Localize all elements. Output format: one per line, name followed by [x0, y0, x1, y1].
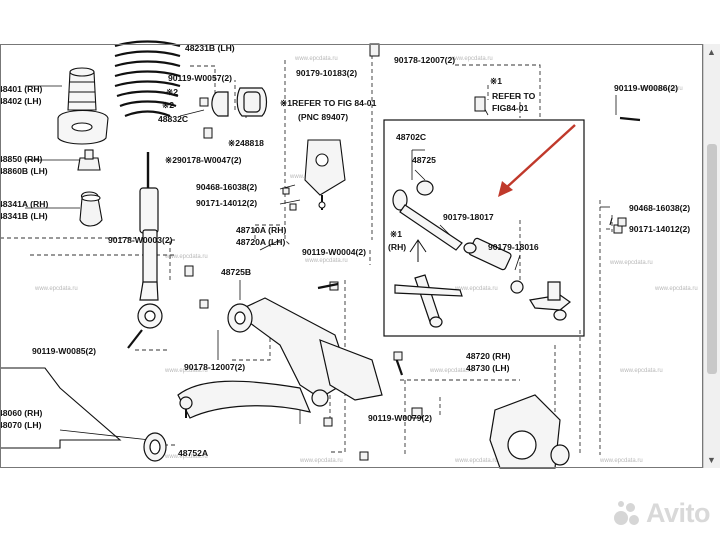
shock-absorber	[137, 152, 163, 329]
label-48341b: 48341B (LH)	[0, 211, 48, 221]
watermark-text: www.epcdata.ru	[34, 286, 78, 292]
avito-dots-icon	[612, 499, 640, 527]
upper-bushing-48850	[77, 149, 101, 171]
vertical-scrollbar[interactable]: ▲ ▼	[703, 44, 720, 468]
label-48702c: 48702C	[396, 132, 426, 142]
label-48730-lh: 48730 (LH)	[466, 363, 510, 373]
label-48231b: 48231B (LH)	[185, 43, 235, 53]
label-90468-16038-right: 90468-16038(2)	[629, 203, 690, 213]
label-pnc: (PNC 89407)	[298, 112, 348, 122]
label-48720a: 48720A (LH)	[236, 237, 285, 247]
label-mark-x2a: ※2	[166, 87, 178, 97]
bump-stop	[57, 67, 109, 145]
watermark-text: www.epcdata.ru	[454, 286, 498, 292]
label-90119-w0085: 90119-W0085(2)	[32, 346, 96, 356]
label-48725b: 48725B	[221, 267, 251, 277]
watermark-text: www.epcdata.ru	[164, 254, 208, 260]
stabilizer-bushing	[211, 87, 268, 117]
label-90171-14012-right: 90171-14012(2)	[629, 224, 690, 234]
watermark-text: www.epcdata.ru	[639, 86, 683, 92]
watermark-text: www.epcdata.ru	[654, 286, 698, 292]
label-48060: 48060 (RH)	[0, 408, 43, 418]
label-mark-x1-refer-mid: ※1	[280, 98, 292, 108]
watermark-text: www.epcdata.ru	[429, 368, 473, 374]
watermark-text: www.epcdata.ru	[294, 56, 338, 62]
assembly-48720-frame	[383, 119, 585, 337]
steering-knuckle	[489, 394, 570, 469]
scroll-down-icon[interactable]: ▼	[707, 455, 716, 465]
diagram-frame	[0, 44, 703, 468]
label-mark-x2b: ※2	[162, 100, 174, 110]
label-48725: 48725	[412, 155, 436, 165]
highlight-arrow	[498, 124, 576, 197]
label-90119-w0004: 90119-W0004(2)	[302, 247, 366, 257]
upper-arm-48702c	[392, 180, 572, 328]
callout-frame-48060	[0, 367, 122, 449]
label-90119-w0057: 90119-W0057(2)	[168, 73, 232, 83]
leader-lines	[25, 85, 617, 441]
label-90178-w0047: ※290178-W0047(2)	[165, 155, 242, 165]
watermark-text: www.epcdata.ru	[609, 260, 653, 266]
watermark-text: www.epcdata.ru	[454, 458, 498, 464]
label-90178-12007-top: 90178-12007(2)	[394, 55, 455, 65]
label-rh-mark: (RH)	[388, 242, 406, 252]
label-90178-12007-mid: 90178-12007(2)	[184, 362, 245, 372]
label-48401: 48401 (RH)	[0, 84, 43, 94]
label-mark-x1-rh: ※1	[390, 229, 402, 239]
label-48850: 48850 (RH)	[0, 154, 43, 164]
watermark-text: www.epcdata.ru	[299, 458, 343, 464]
watermark-text: www.epcdata.ru	[164, 368, 208, 374]
label-refer-fig-mid: REFER TO FIG 84-01	[292, 98, 377, 108]
label-48341a: 48341A (RH)	[0, 199, 48, 209]
label-48860: 48860B (LH)	[0, 166, 48, 176]
scroll-up-icon[interactable]: ▲	[707, 47, 716, 57]
label-refer-top: REFER TO	[492, 91, 536, 101]
label-48070: 48070 (LH)	[0, 420, 42, 430]
label-48402: 48402 (LH)	[0, 96, 42, 106]
label-48752a: 48752A	[178, 448, 208, 458]
label-mark-x1-refer-top: ※1	[490, 76, 502, 86]
label-48710a: 48710A (RH)	[236, 225, 286, 235]
avito-logo-text: Avito	[646, 497, 711, 528]
direction-arrow	[409, 239, 427, 262]
watermark-text: www.epcdata.ru	[449, 56, 493, 62]
watermark-text: www.epcdata.ru	[164, 454, 208, 460]
watermark-text: www.epcdata.ru	[599, 458, 643, 464]
label-90178-w0003: 90178-W0003(2)	[108, 235, 173, 245]
label-90179-18017: 90179-18017	[443, 212, 494, 222]
avito-watermark-logo: Avito	[612, 496, 711, 530]
watermark-text: www.epcdata.ru	[619, 368, 663, 374]
watermark-text: www.epcdata.ru	[304, 258, 348, 264]
label-48832c: 48832C	[158, 114, 188, 124]
label-90171-14012-mid: 90171-14012(2)	[196, 198, 257, 208]
fasteners	[127, 43, 641, 461]
label-90179-18016: 90179-18016	[488, 242, 539, 252]
label-48818: ※248818	[228, 138, 264, 148]
lower-bushing-48341	[79, 191, 103, 227]
part-labels: 48231B (LH) 90178-12007(2) 90119-W0057(2…	[0, 43, 690, 458]
label-48720-rh: 48720 (RH)	[466, 351, 511, 361]
label-90179-10183: 90179-10183(2)	[296, 68, 357, 78]
label-90119-w0086: 90119-W0086(2)	[614, 83, 678, 93]
lower-control-arm	[177, 297, 383, 419]
stabilizer-link	[304, 139, 346, 210]
label-90468-16038-mid: 90468-16038(2)	[196, 182, 257, 192]
label-refer-fig-top: FIG84-01	[492, 103, 529, 113]
scrollbar-thumb[interactable]	[707, 144, 717, 374]
header-strip	[0, 0, 720, 44]
label-90119-w0079: 90119-W0079(2)	[368, 413, 432, 423]
bushing-48752a	[143, 432, 167, 462]
